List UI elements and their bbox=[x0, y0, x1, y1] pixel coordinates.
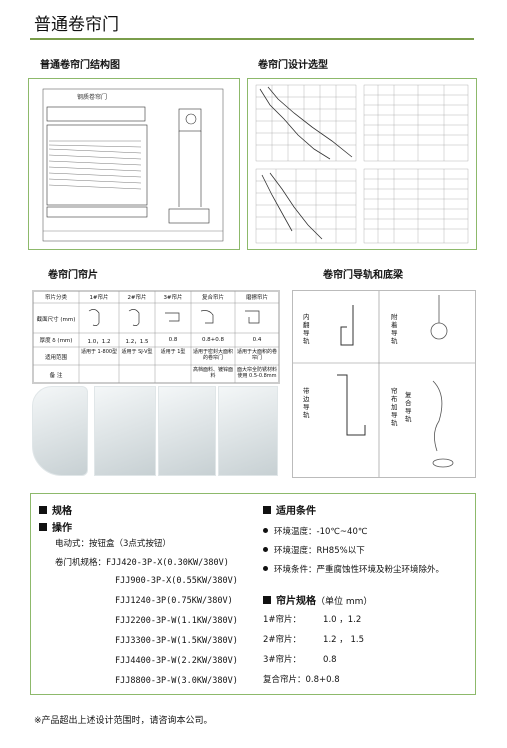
structure-drawing: 钢质卷帘门 bbox=[42, 88, 224, 242]
slat-range-4: 适用于密封大面积的卷帘门 bbox=[192, 349, 233, 361]
slat-spec-3: 3#帘片：0.8 bbox=[263, 655, 337, 665]
slat-spec-1: 1#帘片：1.0 ，1.2 bbox=[263, 615, 362, 625]
square-bullet-icon bbox=[263, 506, 271, 514]
slat-remark-5: 面大帘全防锈材料使用 0.5-0.8mm bbox=[236, 367, 277, 379]
bullet-icon bbox=[263, 528, 268, 533]
slat-spec-composite: 复合帘片：0.8+0.8 bbox=[263, 675, 340, 685]
model-6: FJJ4400-3P-W(2.2KW/380V) bbox=[115, 656, 238, 666]
model-4: FJJ2200-3P-W(1.1KW/380V) bbox=[115, 616, 238, 626]
footer-note: ※产品超出上述设计范围时，请咨询本公司。 bbox=[34, 716, 213, 726]
section-rails-heading: 卷帘门导轨和底梁 bbox=[323, 270, 403, 281]
bullet-icon bbox=[263, 547, 268, 552]
slat-row-label-2: 适用范围 bbox=[44, 355, 67, 361]
slat-photo-3 bbox=[158, 386, 216, 476]
square-bullet-icon bbox=[263, 596, 271, 604]
rail-drawing bbox=[293, 291, 475, 477]
design-selection-panel bbox=[247, 78, 477, 250]
rail-label-edge: 带边导轨 bbox=[303, 387, 310, 419]
slat-range-3: 适用于 1型 bbox=[160, 349, 186, 355]
slat-table: 帘片分类 1#帘片 2#帘片 3#帘片 复合帘片 磨擦帘片 截面尺寸 (mm) … bbox=[32, 290, 280, 384]
spec-heading: 规格 bbox=[39, 502, 72, 517]
slat-spec-2: 2#帘片：1.2 ， 1.5 bbox=[263, 635, 364, 645]
spec-info-box: 规格 操作 电动式：按钮盒（3点式按钮） 卷门机规格：FJJ420-3P-X(0… bbox=[30, 493, 476, 695]
slat-thickness-5: 0.4 bbox=[252, 337, 262, 343]
slat-header-0: 帘片分类 bbox=[44, 295, 67, 301]
rail-label-composite: 复合导轨 bbox=[405, 391, 412, 423]
page-title: 普通卷帘门 bbox=[34, 15, 119, 35]
rail-label-inner: 内翻导轨 bbox=[303, 313, 310, 345]
slat-row-label-0: 截面尺寸 (mm) bbox=[36, 317, 76, 323]
slat-thickness-3: 0.8 bbox=[168, 337, 178, 343]
slat-table-grid bbox=[33, 291, 279, 383]
operation-heading: 操作 bbox=[39, 519, 72, 534]
operation-text: 电动式：按钮盒（3点式按钮） bbox=[55, 539, 171, 549]
slat-thickness-4: 0.8+0.8 bbox=[201, 337, 225, 343]
design-selection-charts bbox=[255, 84, 469, 244]
slat-photo-1 bbox=[32, 386, 88, 476]
square-bullet-icon bbox=[39, 523, 47, 531]
slat-thickness-2: 1.2，1.5 bbox=[125, 339, 149, 345]
rail-drawing-panel: 内翻导轨 带边导轨 附着导轨 帘布加导轨 复合导轨 bbox=[292, 290, 476, 478]
model-list-first: 卷门机规格：FJJ420-3P-X(0.30KW/380V) bbox=[55, 558, 229, 568]
slat-range-1: 适用于 1-800型 bbox=[80, 349, 118, 355]
model-7: FJJ8800-3P-W(3.0KW/380V) bbox=[115, 676, 238, 686]
section-slats-heading: 卷帘门帘片 bbox=[48, 270, 98, 281]
slat-header-4: 复合帘片 bbox=[201, 295, 224, 301]
condition-temperature: 环境温度：-10℃~40℃ bbox=[263, 525, 367, 537]
slat-thickness-1: 1.0，1.2 bbox=[87, 339, 111, 345]
model-2: FJJ900-3P-X(0.55KW/380V) bbox=[115, 576, 238, 586]
slat-header-2: 2#帘片 bbox=[127, 295, 147, 301]
section-design-heading: 卷帘门设计选型 bbox=[258, 60, 328, 71]
rail-label-cloth: 帘布加导轨 bbox=[391, 387, 398, 427]
slat-range-5: 适用于大面积的卷帘门 bbox=[236, 349, 277, 361]
slat-remark-4: 高档面料、镀锌面料 bbox=[192, 367, 233, 379]
bullet-icon bbox=[263, 566, 268, 571]
model-3: FJJ1240-3P(0.75KW/380V) bbox=[115, 596, 233, 606]
condition-humidity: 环境湿度：RH85%以下 bbox=[263, 544, 365, 556]
slat-photo-4 bbox=[218, 386, 278, 476]
slat-photo-2 bbox=[94, 386, 156, 476]
door-label: 钢质卷帘门 bbox=[77, 93, 107, 101]
section-structure-heading: 普通卷帘门结构图 bbox=[40, 60, 120, 71]
condition-environment: 环境条件：严重腐蚀性环境及粉尘环境除外。 bbox=[263, 563, 444, 575]
title-rule bbox=[30, 38, 474, 40]
slat-spec-heading: 帘片规格（单位 mm） bbox=[263, 592, 372, 607]
slat-header-1: 1#帘片 bbox=[89, 295, 109, 301]
rail-label-attach: 附着导轨 bbox=[391, 313, 398, 345]
square-bullet-icon bbox=[39, 506, 47, 514]
slat-header-5: 磨擦帘片 bbox=[245, 295, 268, 301]
slat-header-3: 3#帘片 bbox=[163, 295, 183, 301]
conditions-heading: 适用条件 bbox=[263, 502, 316, 517]
slat-row-label-3: 备 注 bbox=[49, 373, 63, 379]
slat-row-label-1: 厚度 δ (mm) bbox=[39, 338, 73, 344]
model-5: FJJ3300-3P-W(1.5KW/380V) bbox=[115, 636, 238, 646]
slat-range-2: 适用于 SJ-V型 bbox=[121, 349, 153, 355]
structure-drawing-panel: 钢质卷帘门 bbox=[28, 78, 240, 250]
